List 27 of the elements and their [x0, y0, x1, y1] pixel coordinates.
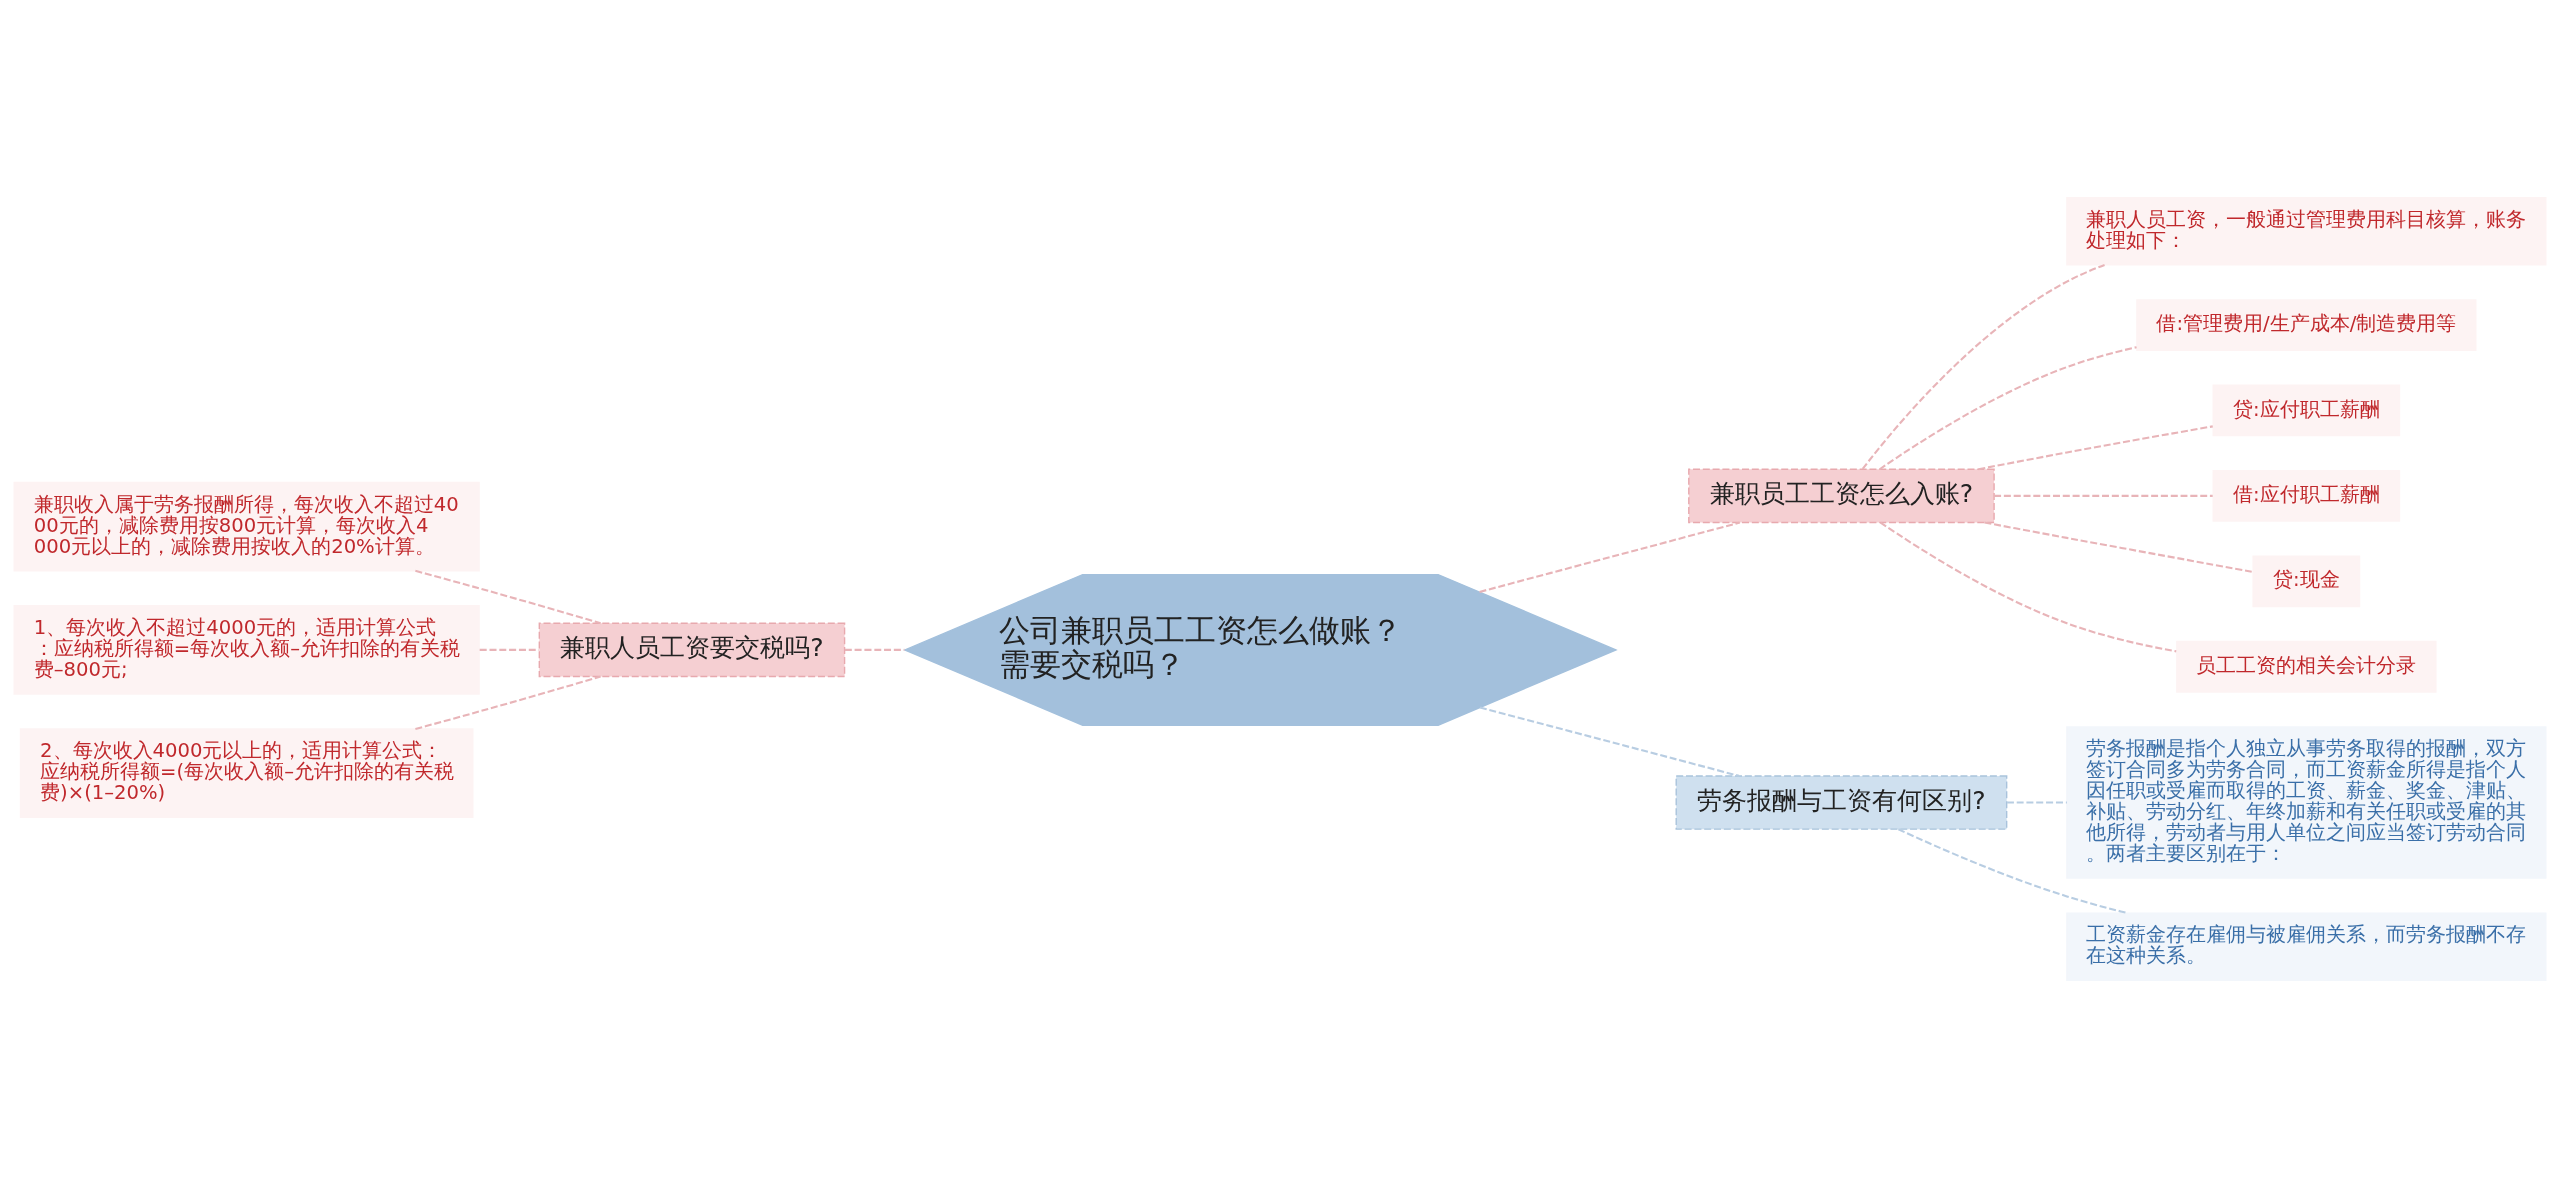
connector: [1897, 827, 2129, 914]
connector: [479, 648, 539, 651]
connector: [1984, 521, 2254, 573]
node-box: 贷:现金: [2252, 554, 2361, 607]
node-box: 工资薪金存在雇佣与被雇佣关系，而劳务报酬不存在这种关系。: [2066, 911, 2547, 981]
connector: [1479, 521, 1741, 593]
node-box: 2、每次收入4000元以上的，适用计算公式：应纳税所得额=(每次收入额–允许扣除的有关税费)×(1–20%): [19, 727, 474, 818]
node-box: 1、每次收入不超过4000元的，适用计算公式：应纳税所得额=每次收入额–允许扣除的有关税费–800元;: [13, 604, 480, 695]
connector: [1879, 345, 2137, 470]
node-box: 兼职员工工资怎么入账?: [1688, 468, 1995, 523]
node-box: 借:应付职工薪酬: [2212, 469, 2401, 522]
connector: [1880, 521, 2177, 652]
connector: [1994, 494, 2213, 497]
connector: [415, 569, 601, 624]
connector: [1861, 263, 2105, 470]
node-box: 贷:应付职工薪酬: [2212, 384, 2401, 436]
node-box: 兼职人员工资要交税吗?: [538, 622, 846, 677]
node-box: 劳务报酬是指个人独立从事劳务取得的报酬，双方签订合同多为劳务合同，而工资薪金所得是指个人因任职或受雇而取得的工资、薪金、奖金、津贴、补贴、劳动分红、年终加薪和有关任职或受雇的其他所得，劳动者与用人单位之间应当签订劳动合同。两者主要区别在于：: [2066, 725, 2547, 879]
node-box: 借:管理费用/生产成本/制造费用等: [2136, 298, 2477, 351]
connector: [415, 675, 601, 730]
connector: [1978, 424, 2213, 470]
node-box: 劳务报酬与工资有何区别?: [1675, 774, 2008, 830]
connector: [1479, 706, 1740, 777]
connector: [2007, 801, 2067, 804]
node-box: 兼职收入属于劳务报酬所得，每次收入不超过4000元的，减除费用按800元计算，每次收入4000元以上的，减除费用按收入的20%计算。: [13, 481, 480, 571]
node-box: 员工工资的相关会计分录: [2176, 640, 2437, 693]
node-box: 兼职人员工资，一般通过管理费用科目核算，账务处理如下：: [2066, 196, 2547, 265]
